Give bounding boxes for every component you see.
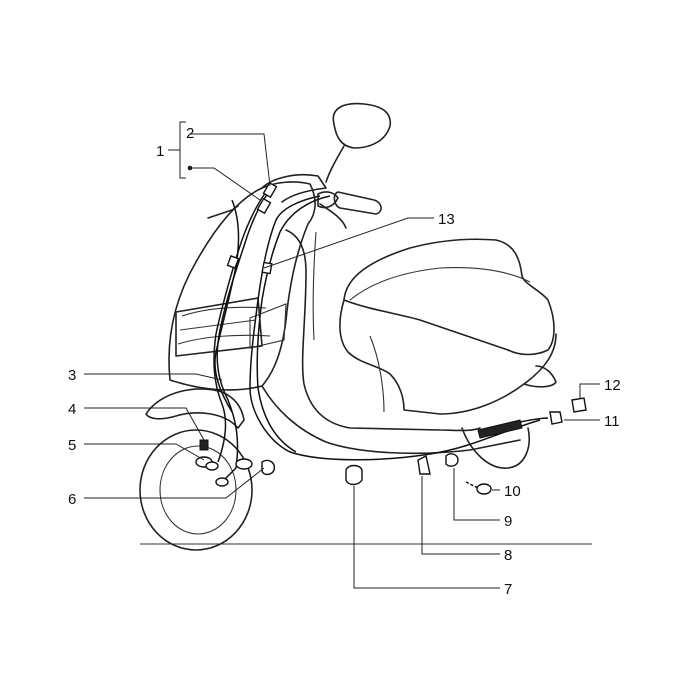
callout-11: 11	[604, 413, 620, 430]
part-10-screw	[465, 481, 492, 495]
callout-13: 13	[438, 211, 455, 228]
part-6-clip	[261, 459, 276, 476]
callout-1: 1	[156, 143, 164, 160]
callout-8: 8	[504, 547, 512, 564]
part-11-nut	[549, 411, 563, 425]
part-7-grommet	[345, 464, 363, 486]
mirror	[325, 102, 392, 183]
callout-2: 2	[186, 125, 194, 142]
speedometer-cable	[214, 199, 240, 413]
rear-brake-cable	[249, 195, 541, 461]
callout-3: 3	[68, 367, 76, 384]
part-12-cap	[571, 397, 587, 413]
callout-9: 9	[504, 513, 512, 530]
callout-5: 5	[68, 437, 76, 454]
cable-assembly	[213, 181, 549, 487]
rear-body	[339, 299, 557, 415]
leader-lines	[84, 121, 600, 589]
headlight-panel	[175, 297, 263, 357]
front-brake-cable	[216, 187, 273, 469]
part-5-bolt	[195, 439, 219, 471]
callout-6: 6	[68, 491, 76, 508]
front-wheel	[139, 429, 253, 551]
callout-12: 12	[604, 377, 621, 394]
callout-10: 10	[504, 483, 521, 500]
steering-column	[261, 173, 327, 203]
front-fender	[145, 388, 245, 429]
callout-labels: 1 2 3 4 5 6 7 8 9 10 11 12 13	[68, 125, 621, 598]
brake-lever-left	[207, 205, 239, 219]
seat	[343, 238, 555, 356]
callout-7: 7	[504, 581, 512, 598]
brake-lever-right	[319, 203, 347, 229]
part-8-bracket	[417, 454, 431, 475]
rear-wheel	[461, 427, 530, 469]
callout-4: 4	[68, 401, 76, 418]
throttle-cable	[256, 195, 331, 453]
cable-spring	[477, 419, 523, 439]
handle-grip	[317, 191, 382, 215]
part-9-clamp	[445, 453, 459, 467]
leg-shield	[168, 181, 316, 391]
floorboard	[285, 229, 481, 432]
